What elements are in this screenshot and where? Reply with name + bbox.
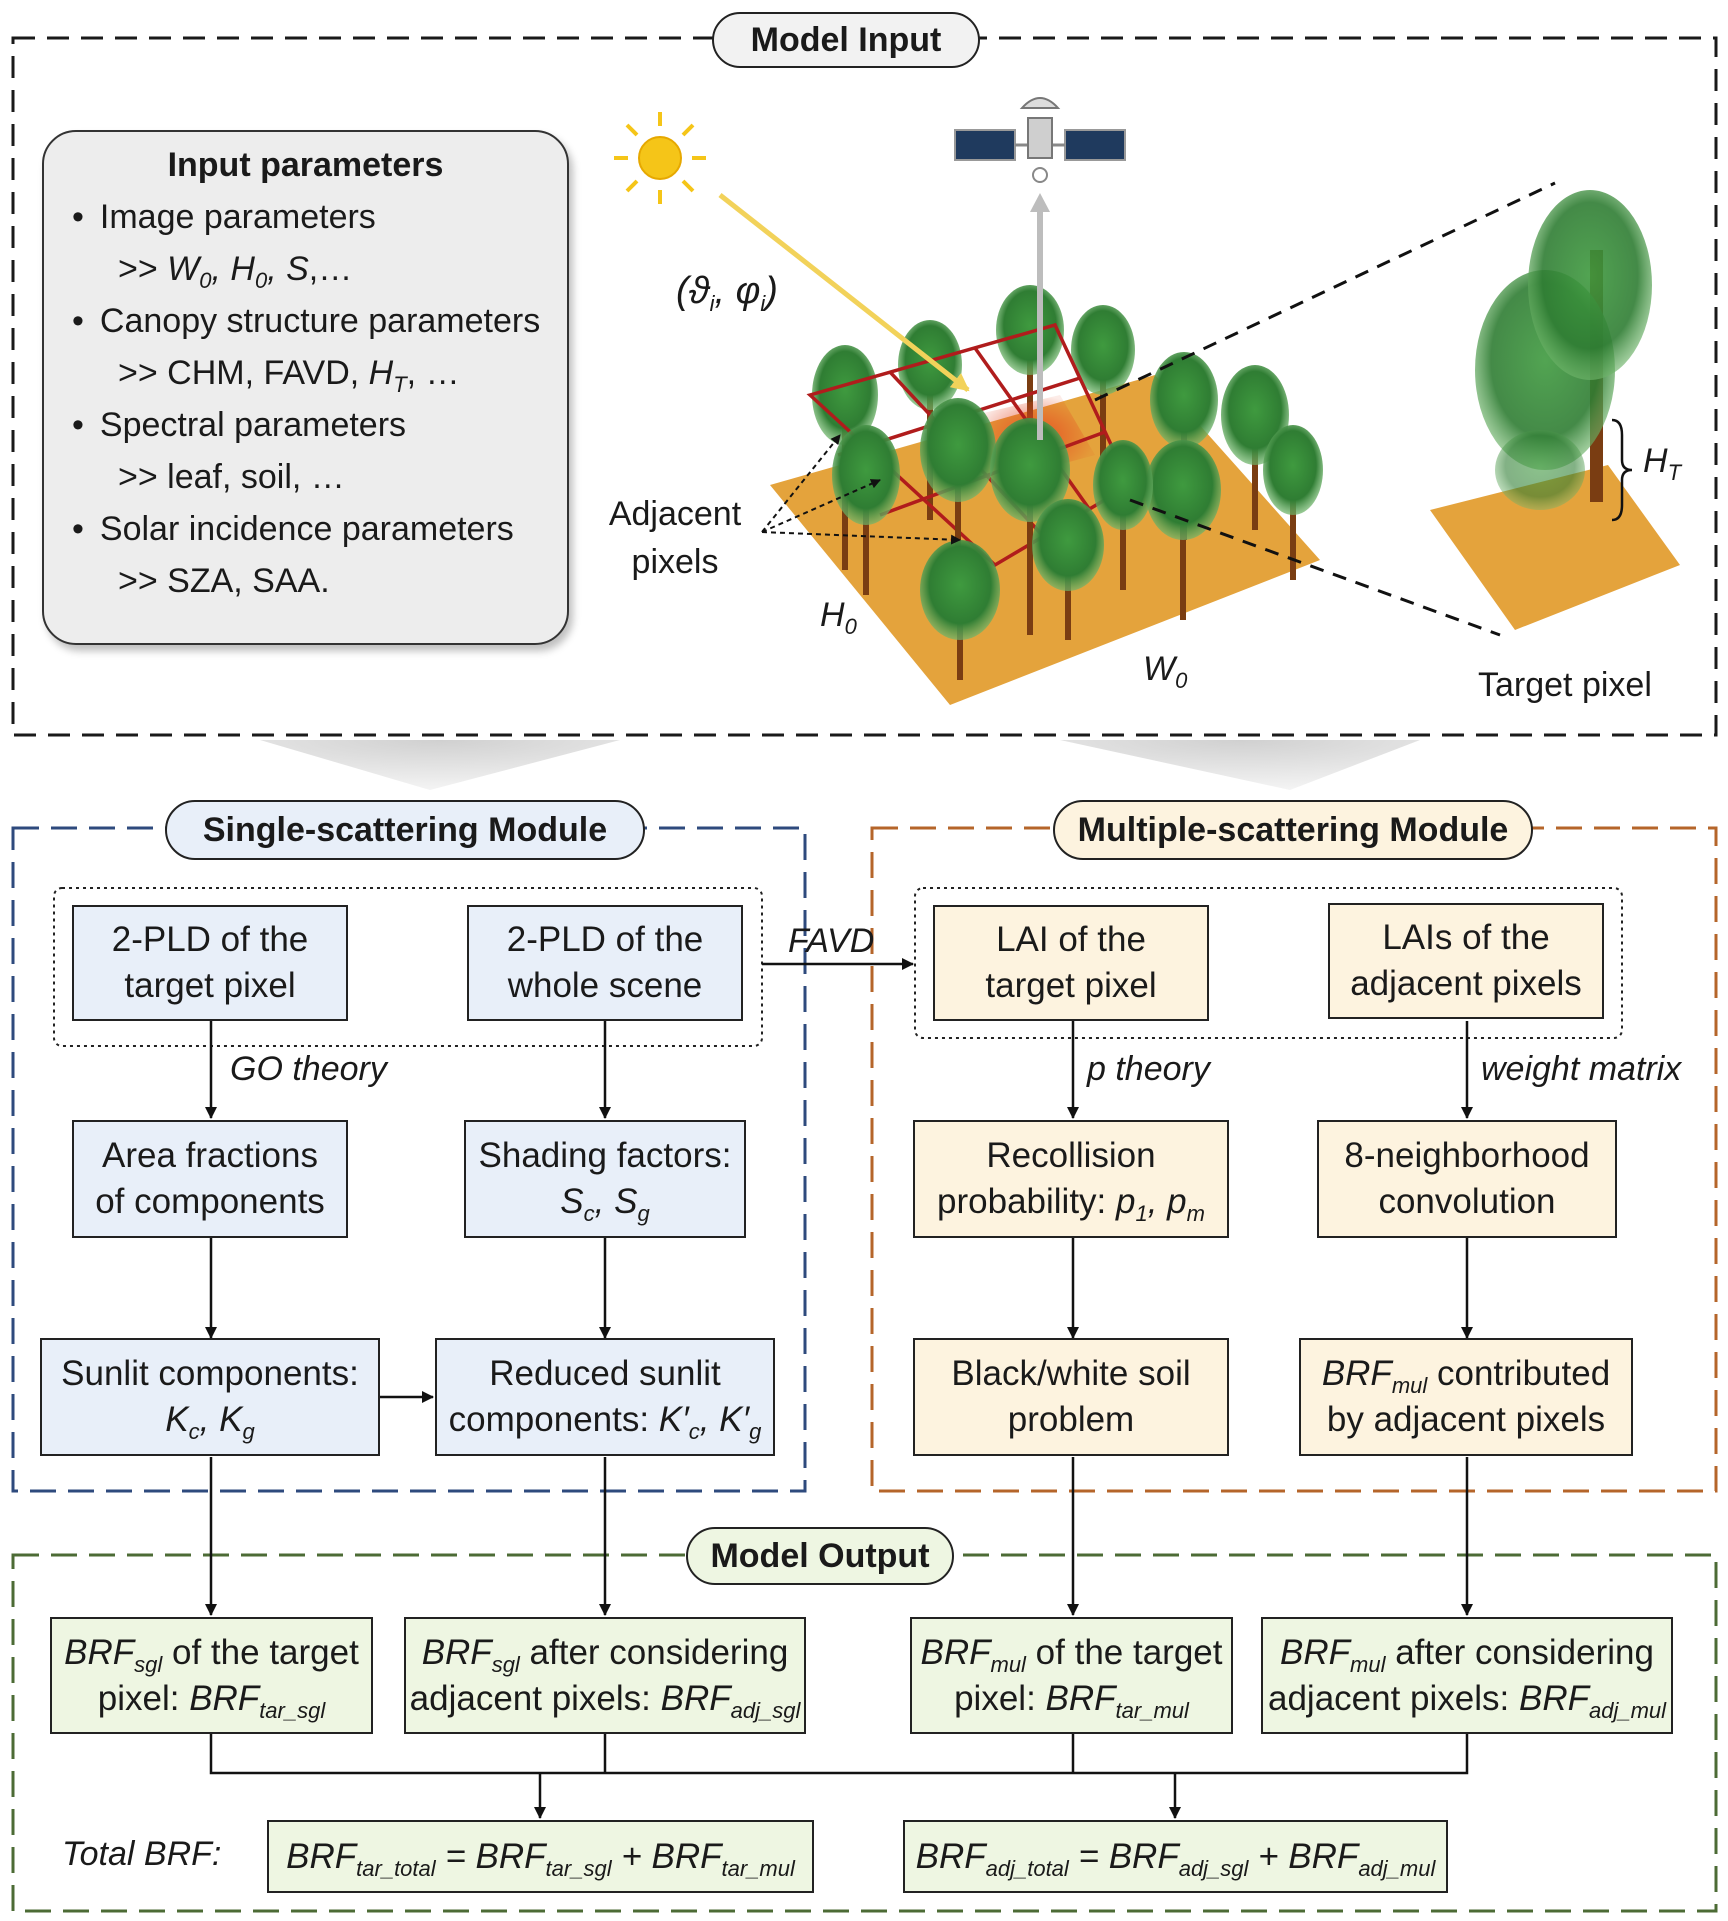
lai-target-box: LAI of the target pixel xyxy=(933,905,1209,1021)
go-theory-label: GO theory xyxy=(230,1050,387,1088)
total-brf-target-box: BRFtar_total = BRFtar_sgl + BRFtar_mul xyxy=(267,1820,814,1893)
target-tree xyxy=(1475,190,1652,510)
soil-problem-box: Black/white soil problem xyxy=(913,1338,1229,1456)
brf-sgl-adjacent-line-2: adjacent pixels: BRFadj_sgl xyxy=(409,1678,801,1723)
model-input-title: Model Input xyxy=(712,12,980,68)
total-brf-adjacent-formula: BRFadj_total = BRFadj_sgl + BRFadj_mul xyxy=(915,1836,1436,1881)
reduced-sunlit-box: Reduced sunlit components: K′c, K′g xyxy=(435,1338,775,1456)
pld-scene-line-1: 2-PLD of the xyxy=(506,920,704,959)
sunlit-components-line-2: Kc, Kg xyxy=(165,1400,255,1444)
sunlit-components-box: Sunlit components: Kc, Kg xyxy=(40,1338,380,1456)
image-parameters-item: Image parameters xyxy=(70,191,541,243)
solar-parameters-detail: >> SZA, SAA. xyxy=(118,562,330,600)
pld-target-box: 2-PLD of the target pixel xyxy=(72,905,348,1021)
area-fractions-line-2: of components xyxy=(95,1182,325,1221)
canopy-parameters-item: Canopy structure parameters xyxy=(70,295,541,347)
adjacent-pixels-label: Adjacent pixels xyxy=(600,490,750,586)
brf-mul-target-box: BRFmul of the target pixel: BRFtar_mul xyxy=(910,1617,1233,1734)
recollision-line-2: probability: p1, pm xyxy=(937,1182,1205,1226)
solar-angles-label: (ϑi, φi) xyxy=(676,270,778,316)
brf-sgl-adjacent-box: BRFsgl after considering adjacent pixels… xyxy=(404,1617,806,1734)
target-pixel-ground xyxy=(1430,465,1680,630)
shading-factors-box: Shading factors: Sc, Sg xyxy=(464,1120,746,1238)
ht-label: HT xyxy=(1643,442,1682,485)
sun-ray-arrow xyxy=(718,193,970,392)
zoom-line-top xyxy=(1094,181,1556,402)
brf-mul-adjacent-output-line-1: BRFmul after considering xyxy=(1280,1632,1654,1677)
trees-front xyxy=(832,398,1221,680)
multiple-scattering-title: Multiple-scattering Module xyxy=(1053,800,1533,860)
lai-adjacent-box: LAIs of the adjacent pixels xyxy=(1328,903,1604,1019)
pld-target-line-2: target pixel xyxy=(124,966,296,1005)
image-parameters-detail: >> W0, H0, S,… xyxy=(118,250,353,293)
spectral-parameters-detail: >> leaf, soil, … xyxy=(118,458,345,496)
pld-scene-box: 2-PLD of the whole scene xyxy=(467,905,743,1021)
adjacent-pointers xyxy=(761,434,961,545)
shading-factors-line-2: Sc, Sg xyxy=(560,1182,650,1226)
w0-label: W0 xyxy=(1143,650,1188,693)
weight-matrix-label: weight matrix xyxy=(1481,1050,1682,1088)
solar-parameters-item: Solar incidence parameters xyxy=(70,503,541,555)
neighborhood-line-2: convolution xyxy=(1378,1182,1556,1221)
sun-icon xyxy=(614,112,706,204)
canopy-parameters-detail: >> CHM, FAVD, HT, … xyxy=(118,354,460,397)
brf-mul-adjacent-line-1: BRFmul contributed xyxy=(1321,1354,1611,1398)
brf-mul-target-line-1: BRFmul of the target xyxy=(920,1632,1223,1677)
adjacent-pixels-line-2: pixels xyxy=(631,543,719,581)
total-brf-adjacent-box: BRFadj_total = BRFadj_sgl + BRFadj_mul xyxy=(903,1820,1448,1893)
single-top-group xyxy=(53,887,763,1047)
satellite-icon xyxy=(954,97,1126,183)
neighborhood-line-1: 8-neighborhood xyxy=(1344,1136,1590,1175)
soil-problem-line-2: problem xyxy=(1007,1400,1135,1439)
reduced-sunlit-line-1: Reduced sunlit xyxy=(489,1354,721,1393)
brf-mul-adjacent-box: BRFmul contributed by adjacent pixels xyxy=(1299,1338,1633,1456)
input-parameters-panel: Input parameters Image parameters >> W0,… xyxy=(42,130,569,645)
adjacent-pixels-line-1: Adjacent xyxy=(608,495,742,533)
brf-sgl-target-box: BRFsgl of the target pixel: BRFtar_sgl xyxy=(50,1617,373,1734)
h0-label: H0 xyxy=(820,596,857,639)
spectral-parameters-item: Spectral parameters xyxy=(70,399,541,451)
input-parameters-title: Input parameters xyxy=(167,146,444,184)
favd-label: FAVD xyxy=(788,922,875,960)
zoom-line-bottom xyxy=(1129,498,1501,637)
brf-mul-adjacent-line-2: by adjacent pixels xyxy=(1326,1400,1606,1439)
flow-arrows xyxy=(205,958,1473,1819)
brf-mul-target-line-2: pixel: BRFtar_mul xyxy=(954,1678,1189,1723)
lai-target-line-1: LAI of the xyxy=(996,920,1146,959)
sensor-view-arrowhead xyxy=(1030,193,1050,212)
brf-sgl-target-line-2: pixel: BRFtar_sgl xyxy=(97,1678,326,1723)
sunlit-components-line-1: Sunlit components: xyxy=(61,1354,359,1393)
multi-top-group xyxy=(914,887,1623,1039)
recollision-line-1: Recollision xyxy=(986,1136,1156,1175)
lai-adjacent-line-1: LAIs of the xyxy=(1382,918,1550,957)
funnel-right xyxy=(1060,740,1420,790)
total-brf-target-formula: BRFtar_total = BRFtar_sgl + BRFtar_mul xyxy=(286,1836,795,1881)
brf-sgl-adjacent-line-1: BRFsgl after considering xyxy=(421,1632,789,1677)
area-fractions-box: Area fractions of components xyxy=(72,1120,348,1238)
brf-sgl-target-line-1: BRFsgl of the target xyxy=(64,1632,359,1677)
single-scattering-title: Single-scattering Module xyxy=(165,800,645,860)
funnel-left xyxy=(260,740,620,790)
total-brf-label: Total BRF: xyxy=(62,1835,222,1873)
lai-adjacent-line-2: adjacent pixels xyxy=(1350,964,1582,1003)
brf-mul-adjacent-output-box: BRFmul after considering adjacent pixels… xyxy=(1261,1617,1673,1734)
p-theory-label: p theory xyxy=(1087,1050,1210,1088)
pld-scene-line-2: whole scene xyxy=(507,966,703,1005)
soil-problem-line-1: Black/white soil xyxy=(951,1354,1191,1393)
area-fractions-line-1: Area fractions xyxy=(102,1136,318,1175)
pld-target-line-1: 2-PLD of the xyxy=(111,920,309,959)
scene-illustration xyxy=(614,97,1680,705)
brf-mul-adjacent-output-line-2: adjacent pixels: BRFadj_mul xyxy=(1267,1678,1667,1723)
lai-target-line-2: target pixel xyxy=(985,966,1157,1005)
model-output-title: Model Output xyxy=(686,1527,954,1585)
shading-factors-line-1: Shading factors: xyxy=(478,1136,732,1175)
target-pixel-label: Target pixel xyxy=(1478,666,1652,704)
neighborhood-convolution-box: 8-neighborhood convolution xyxy=(1317,1120,1617,1238)
height-brace xyxy=(1611,418,1633,522)
reduced-sunlit-line-2: components: K′c, K′g xyxy=(448,1400,762,1444)
recollision-box: Recollision probability: p1, pm xyxy=(913,1120,1229,1238)
